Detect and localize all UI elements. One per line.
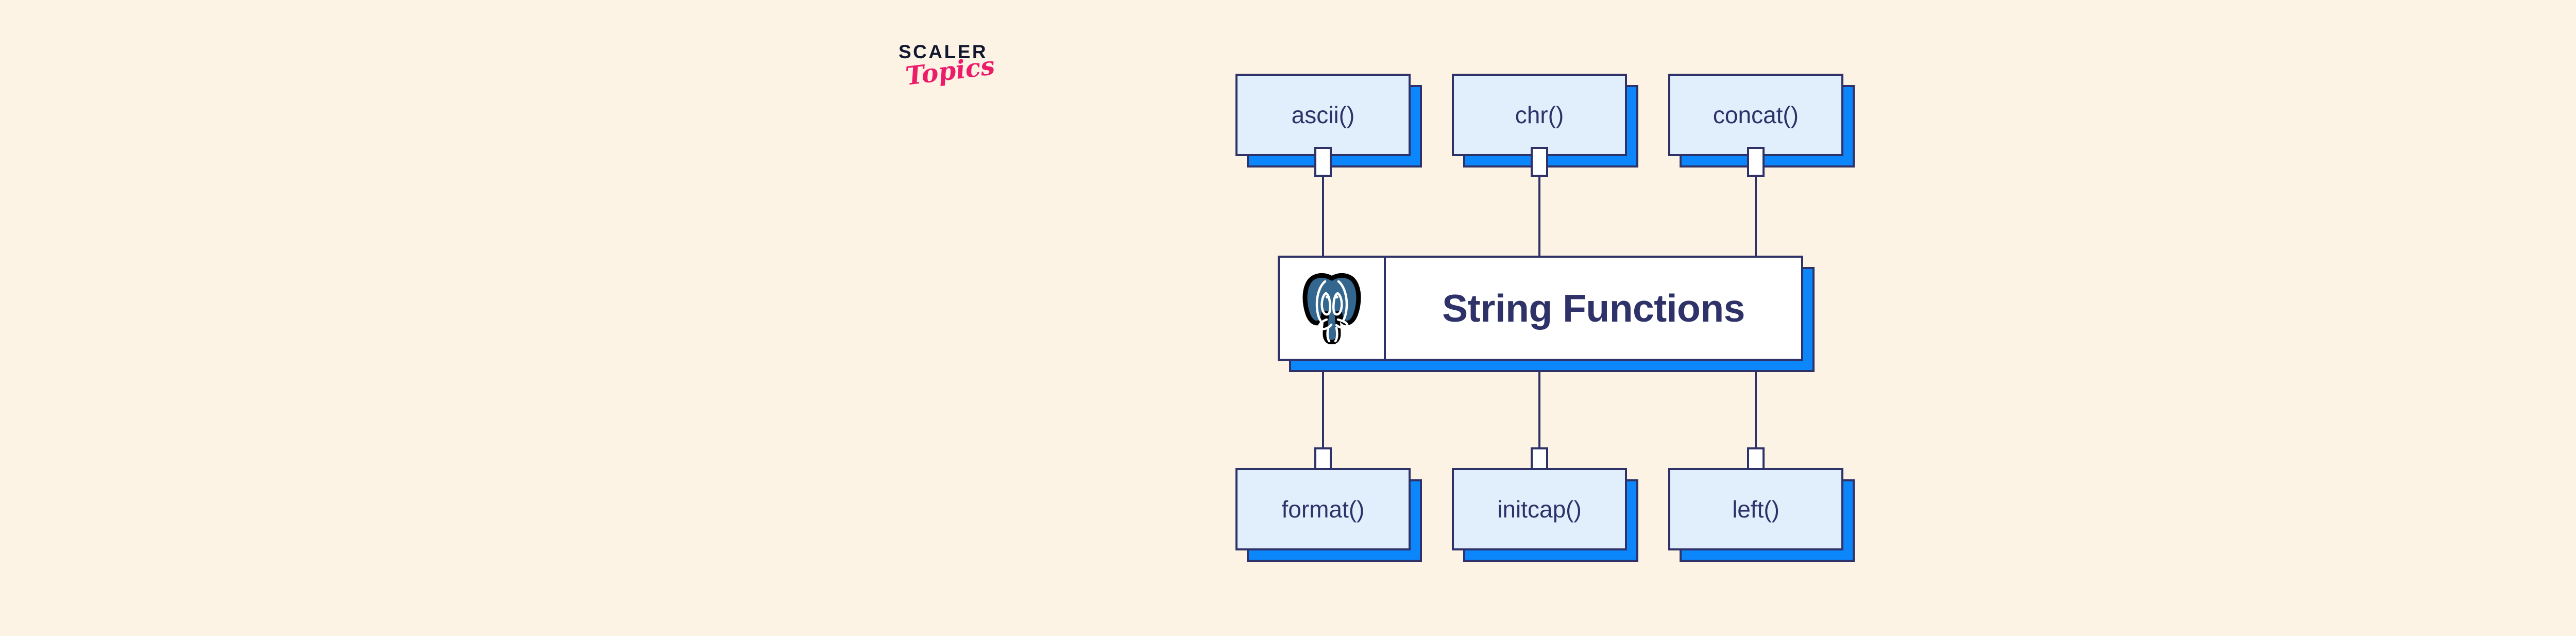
node-label: chr() bbox=[1515, 102, 1564, 128]
postgresql-logo-cell bbox=[1280, 258, 1386, 359]
connector-line-initcap bbox=[1538, 372, 1540, 475]
connector-cap-concat bbox=[1747, 147, 1765, 177]
connector-cap-ascii bbox=[1314, 147, 1332, 177]
node-label: left() bbox=[1732, 496, 1780, 523]
hub-face: String Functions bbox=[1278, 256, 1803, 361]
postgresql-elephant-icon bbox=[1302, 273, 1361, 344]
connector-line-format bbox=[1322, 372, 1324, 475]
connector-line-chr bbox=[1538, 156, 1540, 259]
node-face: chr() bbox=[1452, 74, 1627, 156]
node-initcap[interactable]: initcap() bbox=[1452, 468, 1638, 562]
connector-line-left bbox=[1755, 372, 1757, 475]
connector-line-ascii bbox=[1322, 156, 1324, 259]
node-face: ascii() bbox=[1235, 74, 1411, 156]
node-label: ascii() bbox=[1291, 102, 1355, 128]
node-face: concat() bbox=[1668, 74, 1843, 156]
scaler-topics-logo: SCALER Topics bbox=[899, 42, 1063, 114]
connector-line-concat bbox=[1755, 156, 1757, 259]
node-label: initcap() bbox=[1497, 496, 1582, 523]
node-format[interactable]: format() bbox=[1235, 468, 1422, 562]
node-face: initcap() bbox=[1452, 468, 1627, 550]
hub-title-cell: String Functions bbox=[1386, 258, 1801, 359]
node-ascii[interactable]: ascii() bbox=[1235, 74, 1422, 168]
node-chr[interactable]: chr() bbox=[1452, 74, 1638, 168]
node-label: concat() bbox=[1713, 102, 1799, 128]
connector-cap-chr bbox=[1531, 147, 1548, 177]
node-face: format() bbox=[1235, 468, 1411, 550]
node-concat[interactable]: concat() bbox=[1668, 74, 1855, 168]
brand-wordmark-scaler: SCALER bbox=[899, 41, 988, 62]
center-hub-string-functions[interactable]: String Functions bbox=[1278, 256, 1815, 372]
node-face: left() bbox=[1668, 468, 1843, 550]
hub-title: String Functions bbox=[1442, 286, 1745, 330]
node-label: format() bbox=[1281, 496, 1365, 523]
node-left[interactable]: left() bbox=[1668, 468, 1855, 562]
